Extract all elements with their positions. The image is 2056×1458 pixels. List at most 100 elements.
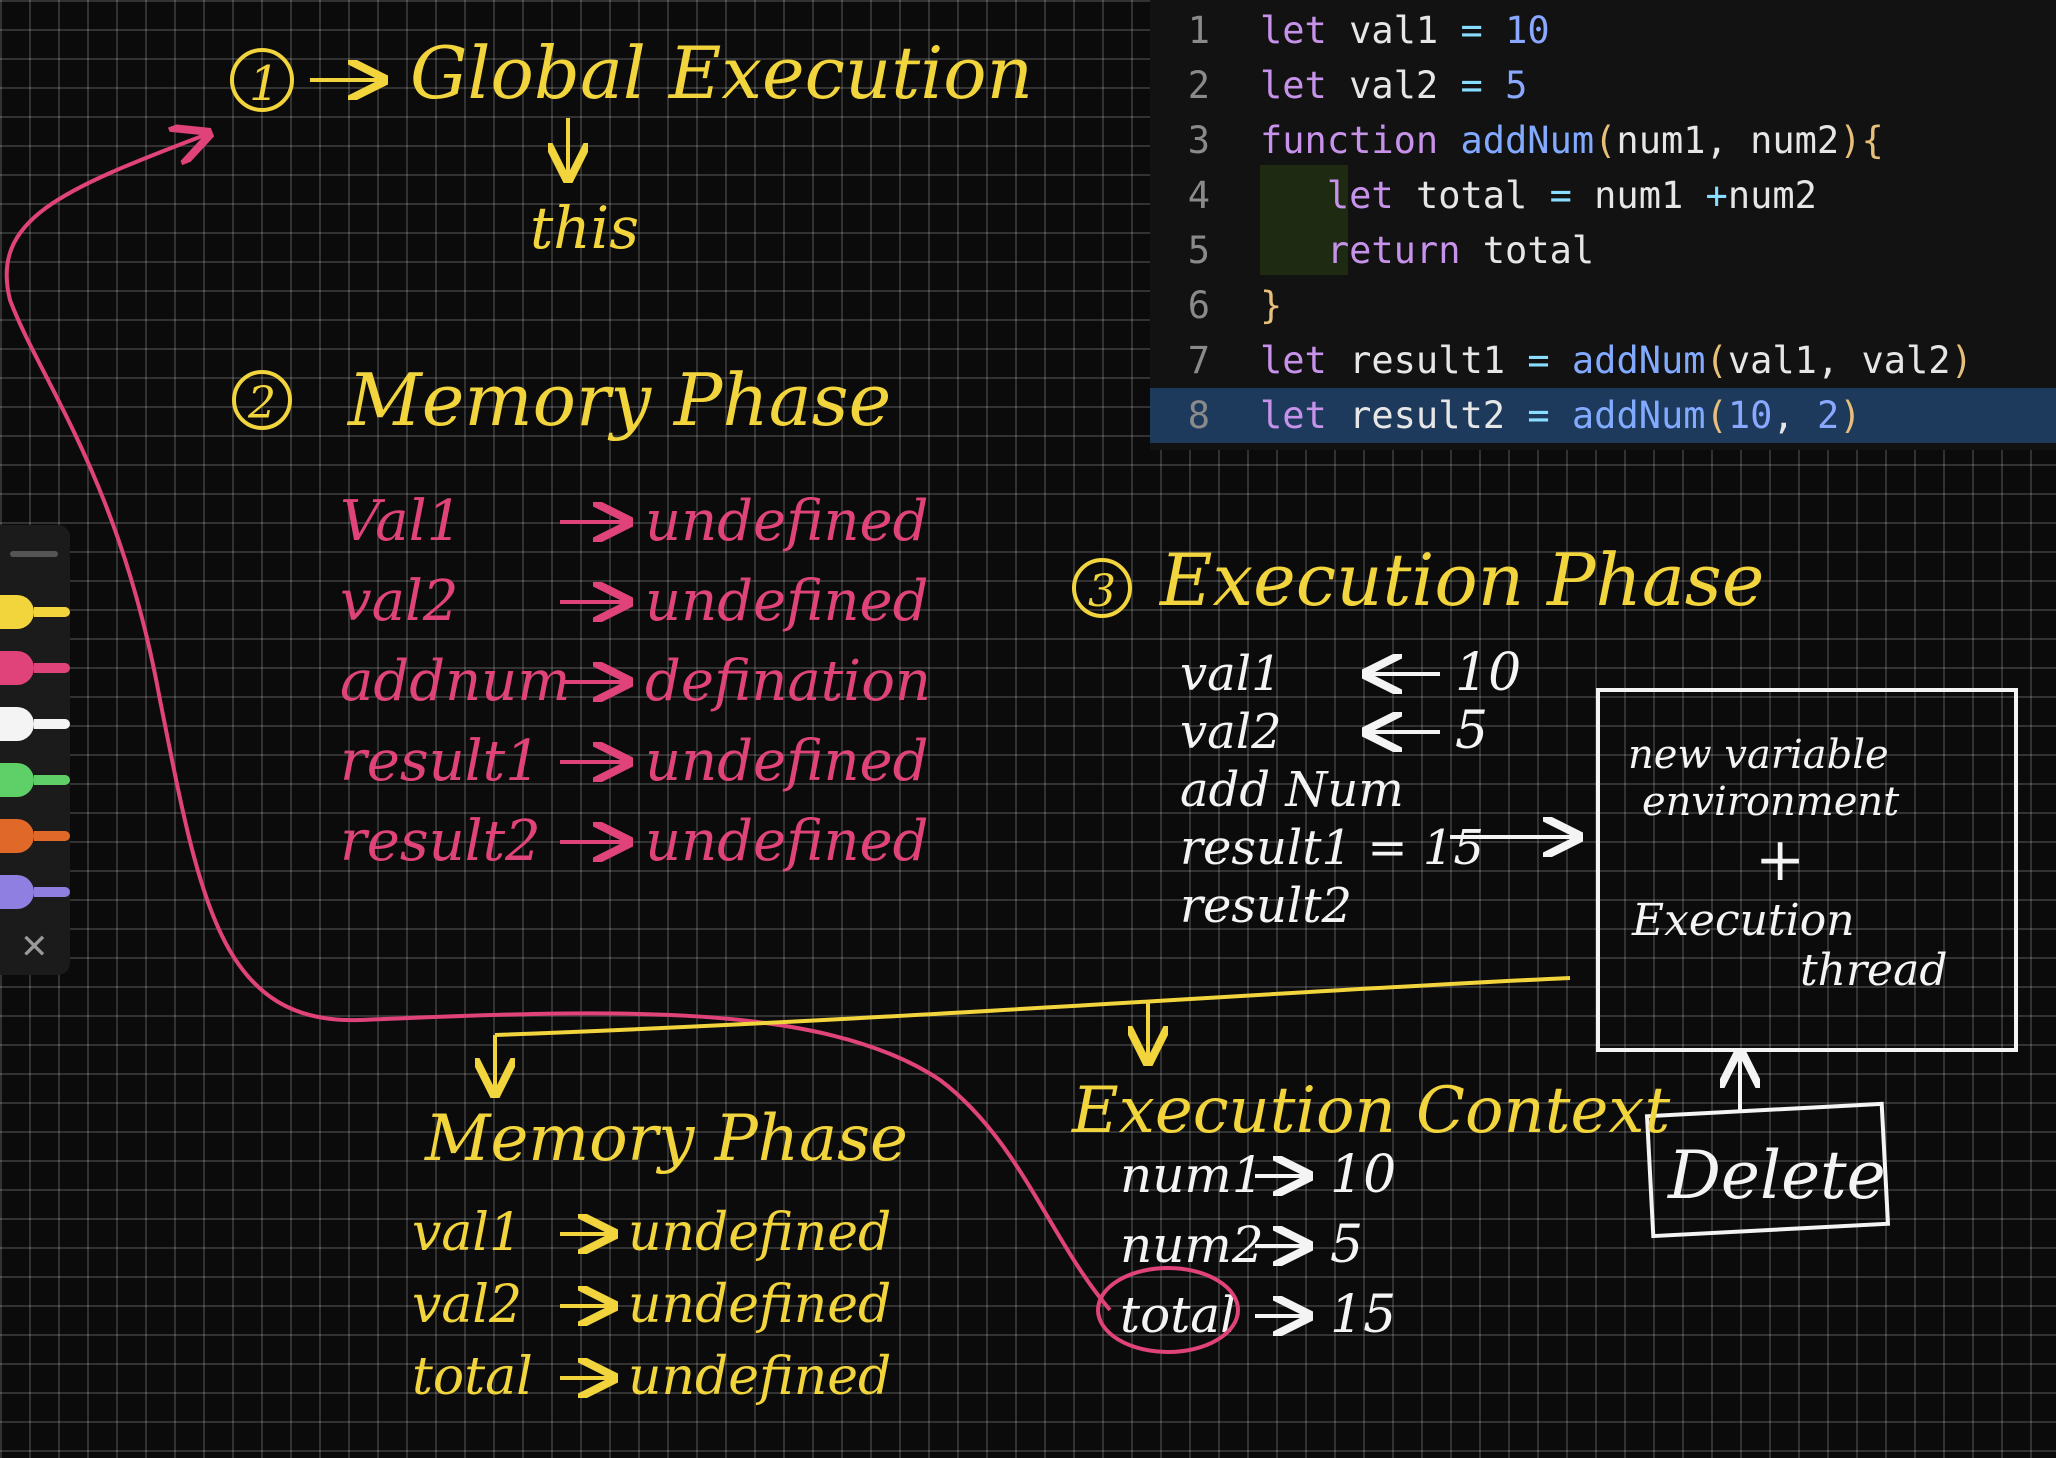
toolbar-drag-handle[interactable] [10,551,58,557]
sub-memory-var-name: val2 [412,1275,522,1335]
code-token: } [1260,284,1283,327]
step1-label: Global Execution [410,31,1033,115]
step3-label: Execution Phase [1158,538,1764,622]
code-text: function addNum(num1, num2){ [1260,113,1884,168]
drawing-toolbar[interactable]: ✕ [0,525,70,975]
exec-var-value: 5 [1455,701,1488,761]
new-env-line4: thread [1800,945,1948,996]
new-env-line3: Execution [1631,895,1855,946]
code-token: let [1260,64,1350,107]
pen-tip-icon [34,607,70,617]
code-token: return [1326,229,1483,272]
new-env-box [1596,688,2018,1052]
exec-context-label: Execution Context [1071,1074,1670,1148]
code-line[interactable]: 5 return total [1150,223,2056,278]
code-token: num2 [1727,174,1817,217]
code-line[interactable]: 2 let val2 = 5 [1150,58,2056,113]
code-token: num1 [1594,174,1706,217]
code-token: let [1260,394,1350,437]
code-token: result1 [1349,339,1528,382]
pink-flow-arrow [4,135,1112,1312]
code-line[interactable]: 3 function addNum(num1, num2){ [1150,113,2056,168]
pen-color-button[interactable] [0,595,70,629]
code-token: num1, num2 [1616,119,1840,162]
code-token: val1, val2 [1727,339,1951,382]
step2-number: 2 [247,378,276,429]
line-number: 3 [1187,119,1210,162]
code-token: 10 [1727,394,1773,437]
pen-icon [0,707,34,741]
code-token: let [1326,174,1416,217]
sub-memory-var-name: total [412,1347,533,1407]
line-number: 5 [1187,229,1210,272]
branch-line [494,976,1571,1037]
code-token: = [1527,339,1572,382]
pen-color-button[interactable] [0,819,70,853]
new-env-line2: environment [1642,779,1900,825]
code-line[interactable]: 6} [1150,278,2056,333]
pen-tip-icon [34,887,70,897]
context-var-value: 5 [1330,1215,1363,1275]
code-token: total [1482,229,1595,272]
code-token: ( [1705,339,1728,382]
pen-icon [0,763,34,797]
line-number: 6 [1187,284,1210,327]
pen-icon [0,651,34,685]
exec-var-name: add Num [1180,762,1404,818]
memory-var-name: result2 [340,809,541,874]
exec-var-name: val2 [1180,704,1282,760]
code-line[interactable]: 4 let total = num1 +num2 [1150,168,2056,223]
context-var-value: 15 [1330,1285,1396,1345]
code-token: = [1460,9,1506,52]
memory-var-value: undefined [645,809,929,874]
delete-label: Delete [1667,1137,1886,1214]
code-text: let total = num1 +num2 [1260,168,1817,223]
code-token: addNum [1460,119,1595,162]
line-number: 2 [1187,64,1210,107]
total-highlight-circle [1096,1266,1240,1354]
code-text: let result1 = addNum(val1, val2) [1260,333,1973,388]
code-token: + [1705,174,1728,217]
new-env-line1: new variable [1628,732,1889,778]
memory-var-name: Val1 [340,489,462,554]
exec-var-name: result2 [1180,878,1352,934]
code-token: , [1772,394,1817,437]
code-token: function [1260,119,1461,162]
context-var-value: 10 [1330,1145,1396,1205]
code-token: 2 [1816,394,1840,437]
pen-color-button[interactable] [0,651,70,685]
pen-tip-icon [34,831,70,841]
code-token: ( [1594,119,1617,162]
new-env-plus: + [1755,825,1805,895]
exec-var-name: result1 = 15 [1180,820,1484,876]
pen-color-button[interactable] [0,763,70,797]
sub-memory-var-value: undefined [628,1347,891,1407]
sub-memory-var-name: val1 [412,1203,522,1263]
code-token: val1 [1349,9,1461,52]
code-token: = [1460,64,1506,107]
memory-var-value: defination [645,649,931,714]
pen-icon [0,819,34,853]
line-number: 8 [1187,394,1210,437]
step2-circle [232,370,292,430]
context-var-name: num1 [1120,1146,1264,1204]
code-token: ){ [1839,119,1884,162]
close-icon[interactable]: ✕ [20,927,49,967]
exec-var-value: 10 [1455,643,1521,703]
pen-color-button[interactable] [0,875,70,909]
exec-var-name: val1 [1180,646,1282,702]
code-token: ) [1839,394,1862,437]
code-text: let val2 = 5 [1260,58,1527,113]
step3-number: 3 [1088,566,1116,617]
pen-icon [0,875,34,909]
code-token: let [1260,9,1350,52]
pen-color-button[interactable] [0,707,70,741]
code-token: 10 [1505,9,1550,52]
